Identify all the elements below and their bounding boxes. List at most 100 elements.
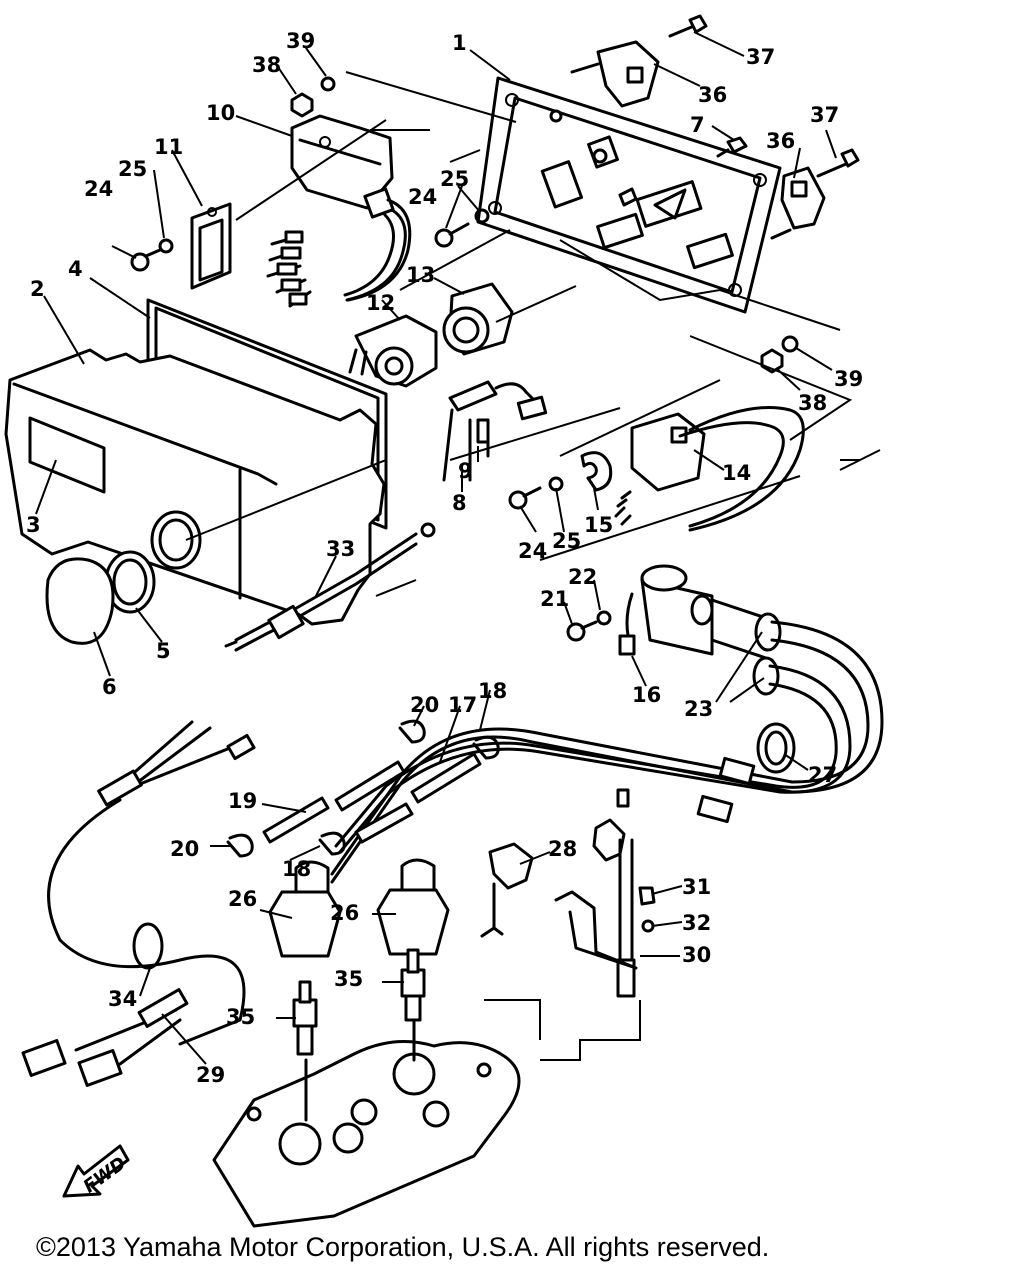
part-8-fuse-holder [442, 380, 548, 482]
callout-24b: 24 [408, 185, 437, 209]
part-34-band [132, 922, 164, 970]
callout-25b: 25 [440, 167, 469, 191]
part-39-washer-right [781, 335, 799, 353]
callout-39b: 39 [834, 367, 863, 391]
part-24-bolt-mid [434, 222, 470, 248]
part-32-washer [641, 919, 655, 933]
callout-11: 11 [154, 135, 183, 159]
part-39-washer-top [320, 76, 336, 92]
part-37-bolt-right [816, 148, 860, 178]
callout-29: 29 [196, 1063, 225, 1087]
callout-4: 4 [68, 257, 83, 281]
high-tension-cords [330, 620, 884, 884]
callout-17: 17 [448, 693, 477, 717]
callout-20: 20 [410, 693, 439, 717]
part-24-bolt-right [508, 486, 542, 510]
assembly-guide-lines [185, 71, 881, 1061]
part-22-washer [596, 610, 612, 626]
part-13-coupler [442, 282, 514, 356]
part-30-sensor-bracket [554, 788, 638, 998]
callout-37b: 37 [810, 103, 839, 127]
part-18-clip [318, 735, 500, 856]
callout-leaders [35, 31, 837, 1065]
callout-35b: 35 [334, 967, 363, 991]
part-16-ignition-coil [618, 564, 774, 662]
callout-38: 38 [252, 53, 281, 77]
callout-3: 3 [26, 513, 41, 537]
part-36-bracket-right [770, 166, 826, 240]
callout-30: 30 [682, 943, 711, 967]
part-21-bolt [566, 620, 598, 642]
part-28-bracket [480, 842, 534, 938]
callout-labels: 1 2 3 4 5 6 7 8 9 10 11 12 13 14 15 16 1… [26, 29, 863, 1087]
part-31-screw [638, 886, 656, 906]
callout-38b: 38 [798, 391, 827, 415]
callout-14: 14 [722, 461, 751, 485]
callout-21: 21 [540, 587, 569, 611]
part-7-screw [716, 136, 748, 158]
part-29-wire-harness [21, 720, 256, 1087]
cylinder-head [212, 1018, 521, 1228]
part-35-spark-plug [292, 948, 426, 1056]
callout-8: 8 [452, 491, 467, 515]
part-11-bracket [190, 202, 232, 290]
callout-23: 23 [684, 697, 713, 721]
part-27-band [756, 722, 796, 774]
fwd-arrow-icon: FWD [62, 1144, 130, 1198]
part-36-bracket-top [570, 40, 660, 108]
callout-25c: 25 [552, 529, 581, 553]
callout-22: 22 [568, 565, 597, 589]
part-25-washer-left [158, 238, 174, 254]
callout-18b: 18 [282, 857, 311, 881]
callout-1: 1 [452, 31, 467, 55]
callout-10: 10 [206, 101, 235, 125]
callout-18: 18 [478, 679, 507, 703]
callout-35: 35 [226, 1005, 255, 1029]
part-38-nut-top [290, 92, 314, 118]
part-19-tube [262, 760, 414, 844]
copyright-notice: ©2013 Yamaha Motor Corporation, U.S.A. A… [36, 1232, 770, 1262]
callout-33: 33 [326, 537, 355, 561]
callout-15: 15 [584, 513, 613, 537]
part-3-label-plate [28, 416, 106, 494]
callout-36: 36 [698, 83, 727, 107]
callout-20b: 20 [170, 837, 199, 861]
callout-26b: 26 [330, 901, 359, 925]
callout-31: 31 [682, 875, 711, 899]
callout-25: 25 [118, 157, 147, 181]
callout-9: 9 [458, 459, 473, 483]
part-2-cover [4, 348, 386, 626]
callout-16: 16 [632, 683, 661, 707]
callout-39: 39 [286, 29, 315, 53]
part-12-relay [348, 314, 438, 388]
part-1-electrical-box [476, 76, 782, 314]
part-14-ignition-unit [614, 406, 805, 532]
callout-28: 28 [548, 837, 577, 861]
part-26-plug-cap [268, 858, 450, 958]
callout-37: 37 [746, 45, 775, 69]
part-15-clamp [580, 451, 613, 492]
callout-27: 27 [808, 763, 837, 787]
part-5-seal [104, 510, 202, 614]
callout-26: 26 [228, 887, 257, 911]
callout-12: 12 [366, 291, 395, 315]
callout-13: 13 [406, 263, 435, 287]
part-37-bolt-top [668, 14, 708, 38]
part-10-box-assembly [266, 114, 412, 308]
part-20-clip [226, 719, 426, 858]
callout-7: 7 [690, 113, 705, 137]
callout-32: 32 [682, 911, 711, 935]
callout-6: 6 [102, 675, 117, 699]
callout-19: 19 [228, 789, 257, 813]
callout-24c: 24 [518, 539, 547, 563]
part-6-cap [45, 557, 115, 645]
callout-2: 2 [30, 277, 45, 301]
callout-34: 34 [108, 987, 137, 1011]
callout-24: 24 [84, 177, 113, 201]
part-24-bolt-left [130, 248, 162, 272]
part-17-tube [410, 752, 482, 804]
callout-36b: 36 [766, 129, 795, 153]
part-33-lead-wire [224, 522, 436, 652]
